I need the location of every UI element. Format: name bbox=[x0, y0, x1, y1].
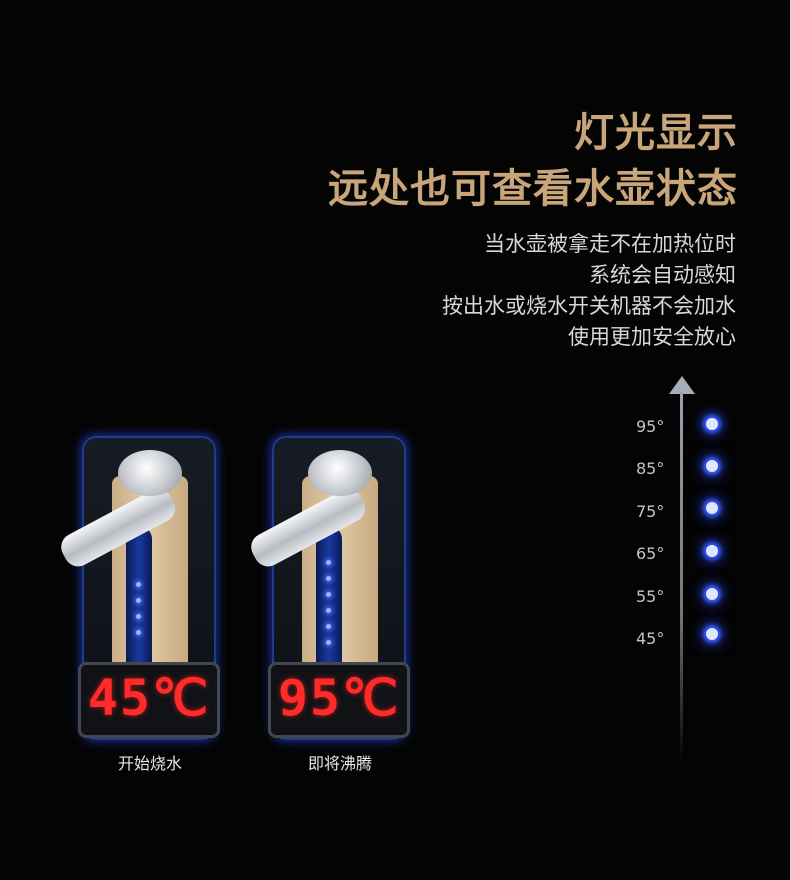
description-line: 当水壶被拿走不在加热位时 bbox=[484, 232, 736, 256]
scale-led-icon bbox=[706, 502, 718, 514]
temperature-readout: 95℃ bbox=[277, 669, 401, 727]
kettle-unit-95: 95℃ 即将沸腾 bbox=[246, 436, 412, 773]
scale-led-icon bbox=[706, 460, 718, 472]
unit-caption: 开始烧水 bbox=[117, 754, 182, 773]
level-led-icon bbox=[326, 608, 331, 613]
level-led-icon bbox=[136, 582, 141, 587]
scale-label: 95° bbox=[636, 417, 665, 436]
scale-axis bbox=[680, 392, 683, 762]
level-led-icon bbox=[136, 598, 141, 603]
description: 当水壶被拿走不在加热位时 系统会自动感知 按出水或烧水开关机器不会加水 使用更加… bbox=[442, 229, 736, 353]
description-line: 使用更加安全放心 bbox=[568, 325, 736, 349]
temperature-readout: 45℃ bbox=[87, 669, 211, 727]
level-led-icon bbox=[326, 592, 331, 597]
headline-line1: 灯光显示 bbox=[574, 110, 738, 156]
level-led-icon bbox=[326, 640, 331, 645]
scale-arrow-icon bbox=[669, 376, 695, 394]
description-line: 系统会自动感知 bbox=[589, 263, 736, 287]
scale-label: 55° bbox=[636, 587, 665, 606]
scale-led-icon bbox=[706, 418, 718, 430]
scale-label: 45° bbox=[636, 629, 665, 648]
level-led-icon bbox=[326, 560, 331, 565]
led-display: 45℃ bbox=[78, 662, 220, 738]
description-line: 按出水或烧水开关机器不会加水 bbox=[442, 294, 736, 318]
scale-led-icon bbox=[706, 545, 718, 557]
led-display: 95℃ bbox=[268, 662, 410, 738]
scale-label: 65° bbox=[636, 544, 665, 563]
level-led-icon bbox=[326, 624, 331, 629]
faucet-cap-icon bbox=[308, 450, 372, 496]
scale-label: 85° bbox=[636, 459, 665, 478]
unit-caption: 即将沸腾 bbox=[307, 754, 372, 773]
level-led-icon bbox=[136, 614, 141, 619]
scale-led-icon bbox=[706, 588, 718, 600]
kettle-unit-45: 45℃ 开始烧水 bbox=[56, 436, 222, 773]
level-led-icon bbox=[136, 630, 141, 635]
scale-label: 75° bbox=[636, 502, 665, 521]
faucet-cap-icon bbox=[118, 450, 182, 496]
scale-led-icon bbox=[706, 628, 718, 640]
level-led-icon bbox=[326, 576, 331, 581]
headline-line2: 远处也可查看水壶状态 bbox=[328, 166, 738, 212]
